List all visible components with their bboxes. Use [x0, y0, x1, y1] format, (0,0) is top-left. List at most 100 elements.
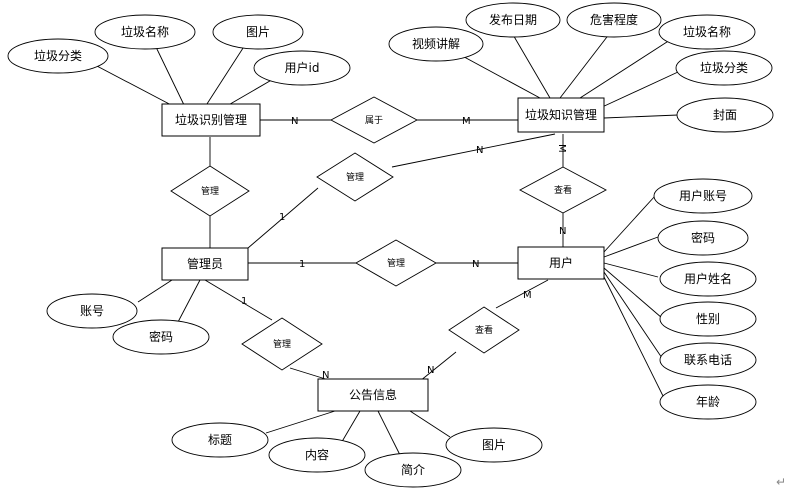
- attribute-label: 标题: [208, 433, 232, 447]
- attribute-ellipse: [658, 14, 756, 50]
- attribute-label: 垃圾名称: [121, 24, 169, 39]
- entity-box: [317, 378, 429, 412]
- relationship-manage-notice: 管理: [241, 317, 323, 371]
- relationship-diamond: [519, 166, 607, 214]
- attribute-label: 封面: [713, 108, 737, 122]
- attribute-a-fenlei2: 垃圾分类: [675, 50, 773, 86]
- attribute-ellipse: [566, 2, 662, 38]
- attribute-a-fabu: 发布日期: [465, 2, 561, 38]
- cardinality-label: 1: [299, 259, 305, 270]
- attribute-ellipse: [268, 437, 366, 473]
- attribute-label: 视频讲解: [412, 36, 460, 51]
- attribute-a-shipin: 视频讲解: [388, 26, 484, 62]
- relationship-view-notice: 查看: [448, 306, 520, 354]
- attribute-label: 垃圾分类: [34, 48, 82, 63]
- relationship-label: 管理: [273, 338, 291, 350]
- attribute-a-yonghuid: 用户id: [253, 50, 351, 86]
- attribute-label: 密码: [691, 230, 715, 245]
- entity-user: 用户: [517, 246, 605, 280]
- cardinality-labels: N M N 1 M N 1 N 1 N M N: [241, 116, 567, 381]
- cardinality-label: N: [322, 370, 329, 381]
- attribute-ellipse: [46, 293, 138, 329]
- cardinality-label: N: [427, 365, 434, 376]
- attribute-ellipse: [675, 50, 773, 86]
- attribute-ellipse: [659, 342, 757, 378]
- attribute-a-mima-a: 密码: [112, 319, 210, 355]
- attribute-label: 联系电话: [684, 353, 732, 367]
- cardinality-label: N: [476, 145, 483, 156]
- relationship-view-knowledge: 查看: [519, 166, 607, 214]
- attribute-label: 垃圾名称: [683, 24, 731, 39]
- attribute-a-jianjie: 简介: [364, 452, 462, 488]
- connector-lines: [94, 32, 679, 456]
- entity-garbage-knowledge: 垃圾知识管理: [517, 97, 605, 133]
- relationship-manage-knowledge: 管理: [316, 152, 394, 202]
- entity-box: [517, 246, 605, 280]
- attribute-ellipse: [445, 427, 543, 463]
- entity-label: 用户: [549, 255, 573, 270]
- relationship-label: 管理: [387, 257, 405, 269]
- cardinality-label: N: [472, 259, 479, 270]
- attribute-label: 发布日期: [489, 12, 537, 27]
- cardinality-label: 1: [279, 212, 285, 223]
- cardinality-label: N: [559, 226, 566, 237]
- attribute-label: 图片: [482, 438, 506, 452]
- attribute-a-zhanghao-a: 账号: [46, 293, 138, 329]
- relationship-label: 管理: [201, 185, 219, 197]
- attribute-a-xingming: 用户姓名: [659, 261, 757, 297]
- relationship-diamond: [316, 152, 394, 202]
- entity-notice: 公告信息: [317, 378, 429, 412]
- attribute-label: 性别: [696, 312, 720, 326]
- attribute-ellipse: [659, 301, 757, 337]
- attribute-label: 简介: [401, 463, 425, 477]
- attribute-ellipse: [465, 2, 561, 38]
- entity-label: 管理员: [187, 256, 223, 271]
- relationship-label: 查看: [475, 324, 493, 336]
- attribute-a-xingbie: 性别: [659, 301, 757, 337]
- attribute-a-neirong: 内容: [268, 437, 366, 473]
- attribute-ellipse: [212, 14, 304, 50]
- entity-garbage-id-mgmt: 垃圾识别管理: [161, 103, 261, 137]
- attribute-a-dianhua: 联系电话: [659, 342, 757, 378]
- entity-label: 公告信息: [349, 387, 397, 402]
- attribute-a-fengmian: 封面: [676, 97, 774, 133]
- attribute-ellipse: [657, 220, 749, 256]
- attribute-label: 用户姓名: [684, 271, 732, 286]
- attribute-a-mima-u: 密码: [657, 220, 749, 256]
- attribute-a-tupian2: 图片: [445, 427, 543, 463]
- attribute-a-fenlei1: 垃圾分类: [7, 38, 109, 74]
- entity-box: [517, 97, 605, 133]
- attribute-label: 危害程度: [590, 12, 638, 27]
- relationship-manage-user: 管理: [355, 239, 437, 287]
- entity-label: 垃圾识别管理: [175, 112, 247, 127]
- relationship-diamond: [448, 306, 520, 354]
- attribute-label: 用户id: [285, 60, 320, 75]
- cardinality-label: 1: [241, 296, 247, 307]
- cardinality-label: M: [462, 116, 471, 127]
- attribute-ellipse: [388, 26, 484, 62]
- relationship-belongs: 属于: [330, 96, 418, 144]
- relationship-diamond: [170, 165, 250, 217]
- attribute-a-biaoti: 标题: [171, 422, 269, 458]
- attribute-a-mingcheng2: 垃圾名称: [658, 14, 756, 50]
- attribute-label: 垃圾分类: [700, 60, 748, 75]
- attribute-label: 年龄: [696, 395, 720, 409]
- attribute-label: 密码: [149, 329, 173, 344]
- attribute-a-weihai: 危害程度: [566, 2, 662, 38]
- cardinality-label: N: [291, 116, 298, 127]
- attribute-ellipse: [659, 384, 757, 420]
- attribute-ellipse: [171, 422, 269, 458]
- attribute-label: 用户账号: [679, 188, 727, 203]
- attribute-ellipse: [253, 50, 351, 86]
- relationship-label: 管理: [346, 171, 364, 183]
- cardinality-label: M: [556, 144, 567, 153]
- relationship-diamond: [330, 96, 418, 144]
- paragraph-mark: ↵: [776, 475, 786, 489]
- attribute-ellipse: [7, 38, 109, 74]
- relationship-diamond: [355, 239, 437, 287]
- entity-label: 垃圾知识管理: [525, 107, 597, 122]
- attribute-a-nianling: 年龄: [659, 384, 757, 420]
- cardinality-label: M: [523, 290, 532, 301]
- entity-admin: 管理员: [161, 247, 249, 281]
